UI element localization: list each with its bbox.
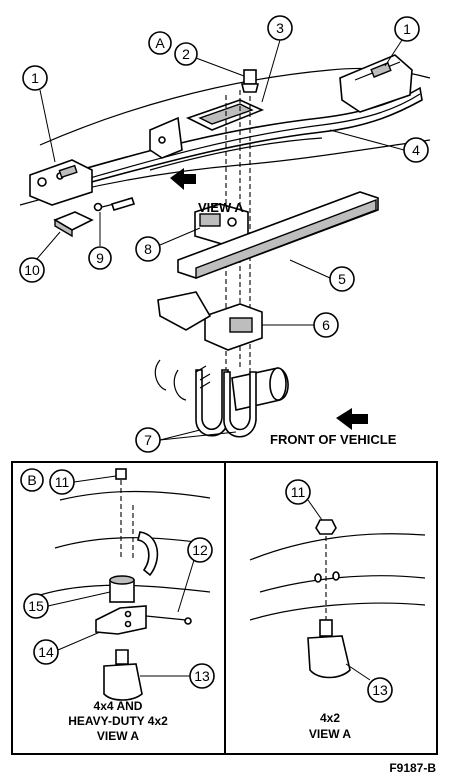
- inset-right-title-line2: VIEW A: [309, 727, 352, 741]
- rear-spring-hanger: [339, 54, 413, 113]
- callout-12: 12: [192, 542, 208, 558]
- view-marker-b: B: [27, 472, 36, 488]
- front-spring-hanger: [29, 116, 183, 206]
- leaf-spring: [79, 86, 423, 185]
- inset-left-title-line1: 4x4 AND: [94, 699, 143, 713]
- main-exploded-view: [19, 54, 431, 438]
- jounce-bumper-4x4: [103, 663, 143, 701]
- callout-13-right: 13: [372, 682, 388, 698]
- callout-7: 7: [144, 432, 152, 448]
- main-callouts: 1 1 A 2 3 4 5 6 7 8 9 10: [19, 15, 429, 453]
- mounting-bracket: [95, 605, 147, 635]
- callout-3: 3: [276, 20, 284, 36]
- callout-14: 14: [38, 644, 54, 660]
- callout-5: 5: [338, 271, 346, 287]
- view-a-label: VIEW A: [198, 200, 244, 215]
- inset-right-4x2-view: [249, 519, 426, 679]
- inset-right-title-line1: 4x2: [320, 711, 340, 725]
- jounce-bumper-4x2: [307, 635, 351, 679]
- upper-spring-plate: [185, 69, 265, 131]
- callout-1-rear: 1: [403, 21, 411, 37]
- callout-6: 6: [322, 317, 330, 333]
- callout-9: 9: [96, 250, 104, 266]
- callout-4: 4: [412, 142, 420, 158]
- callout-10: 10: [24, 262, 40, 278]
- callout-11-left: 11: [55, 474, 70, 490]
- callout-13-left: 13: [194, 668, 210, 684]
- figure-id: F9187-B: [389, 761, 436, 775]
- callout-1-front: 1: [31, 70, 39, 86]
- callout-2: 2: [182, 46, 190, 62]
- inset-left-title-line2: HEAVY-DUTY 4x2: [68, 714, 168, 728]
- callout-11-right: 11: [291, 484, 306, 500]
- inset-left-title-line3: VIEW A: [97, 729, 140, 743]
- view-a-arrow: [170, 168, 196, 190]
- u-bolts: [195, 365, 257, 438]
- callout-8: 8: [144, 241, 152, 257]
- view-marker-a: A: [155, 35, 165, 51]
- callout-15: 15: [28, 598, 44, 614]
- front-of-vehicle-label: FRONT OF VEHICLE: [270, 432, 397, 447]
- front-of-vehicle-arrow: [336, 408, 368, 430]
- inset-left-4x4-view: [39, 468, 211, 701]
